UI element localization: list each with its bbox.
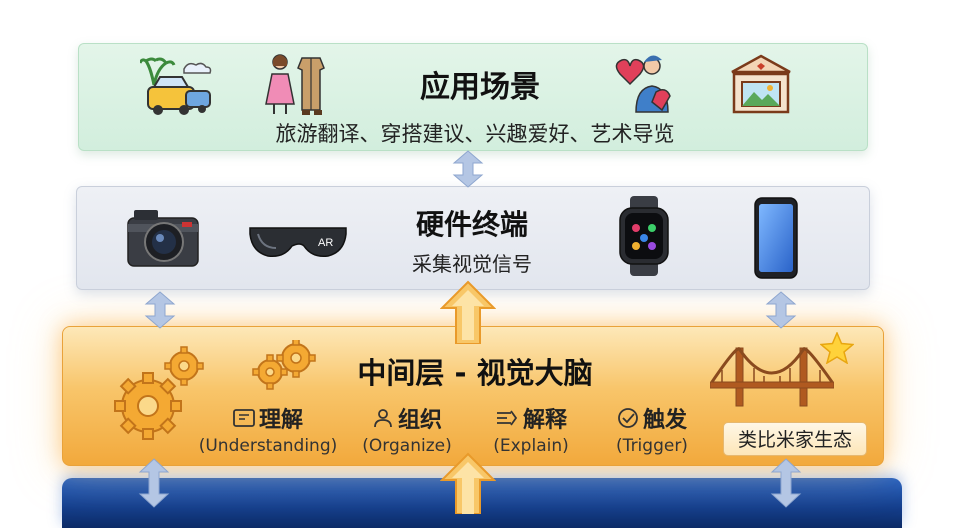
explain-icon [496, 410, 518, 426]
star-icon [820, 332, 854, 364]
ar-glasses-icon: AR [249, 227, 347, 258]
double-arrow-icon [770, 458, 802, 508]
application-subtitle: 旅游翻译、穿搭建议、兴趣爱好、艺术导览 [275, 122, 675, 146]
hardware-title: 硬件终端 [415, 208, 528, 241]
double-arrow-icon [144, 291, 176, 329]
function-label: 理解 [258, 408, 303, 433]
visual-brain-title: 中间层 - 视觉大脑 [357, 356, 593, 390]
organize-icon [374, 409, 392, 428]
smartphone-icon [754, 197, 798, 279]
function-sub-label: (Understanding) [198, 436, 338, 456]
double-arrow-icon [452, 150, 484, 188]
function-sub-label: (Trigger) [616, 436, 688, 456]
travel-car-icon [140, 57, 212, 115]
bridge-icon [710, 347, 834, 407]
function-organize: 组织 (Organize) [352, 402, 462, 456]
art-gallery-icon [731, 54, 791, 114]
function-sub-label: (Organize) [362, 436, 452, 456]
function-sub-label: (Explain) [493, 436, 569, 456]
function-explain: 解释 (Explain) [478, 402, 584, 456]
camera-icon [127, 210, 199, 267]
function-label: 组织 [397, 408, 442, 433]
smartwatch-icon [619, 196, 669, 276]
ar-label: AR [318, 237, 333, 249]
hobby-people-icon [615, 55, 671, 113]
double-arrow-icon [765, 291, 797, 329]
understanding-icon [233, 409, 255, 427]
function-trigger: 触发 (Trigger) [604, 402, 700, 456]
gears-icon [252, 340, 316, 390]
double-arrow-icon [138, 458, 170, 508]
function-understanding: 理解 (Understanding) [186, 402, 350, 456]
up-arrow-icon [440, 280, 496, 344]
function-label: 触发 [642, 408, 687, 433]
trigger-check-icon [618, 408, 638, 428]
function-label: 解释 [522, 408, 567, 433]
gears-icon [114, 346, 204, 440]
fashion-outfit-icon [265, 54, 325, 115]
ecosystem-badge: 类比米家生态 [723, 422, 867, 456]
application-title: 应用场景 [420, 70, 540, 105]
up-arrow-icon [440, 452, 496, 514]
hardware-subtitle: 采集视觉信号 [412, 252, 532, 276]
